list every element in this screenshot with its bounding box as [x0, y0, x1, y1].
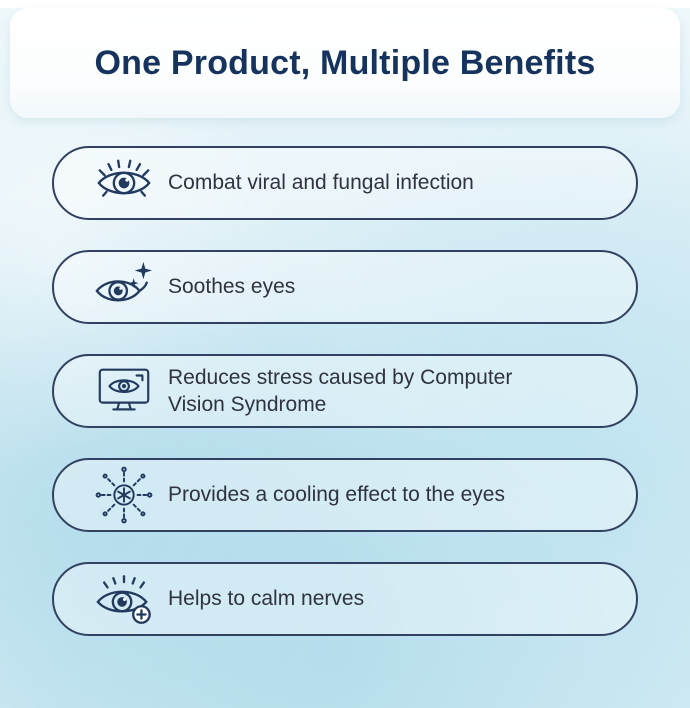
benefit-label: Combat viral and fungal infection	[168, 171, 474, 195]
benefit-label: Helps to calm nerves	[168, 587, 365, 611]
page-title: One Product, Multiple Benefits	[94, 43, 596, 82]
snowflake-cooling-icon	[80, 464, 168, 526]
eye-sparkles-icon	[80, 256, 168, 318]
benefit-row-2: Soothes eyes	[52, 250, 638, 324]
benefit-row-3: Reduces stress caused by Computer Vision…	[52, 354, 638, 428]
benefit-label: Reduces stress caused by Computer Vision…	[168, 365, 513, 416]
benefit-list: Combat viral and fungal infection Soothe…	[0, 118, 690, 636]
benefit-row-5: Helps to calm nerves	[52, 562, 638, 636]
monitor-eye-icon	[80, 360, 168, 422]
benefits-infographic: One Product, Multiple Benefits	[0, 8, 690, 708]
eye-lashes-icon	[80, 152, 168, 214]
benefit-row-4: Provides a cooling effect to the eyes	[52, 458, 638, 532]
benefit-row-1: Combat viral and fungal infection	[52, 146, 638, 220]
eye-medical-plus-icon	[80, 568, 168, 630]
title-banner: One Product, Multiple Benefits	[10, 8, 680, 118]
benefit-label: Soothes eyes	[168, 275, 296, 299]
benefit-label: Provides a cooling effect to the eyes	[168, 483, 505, 507]
